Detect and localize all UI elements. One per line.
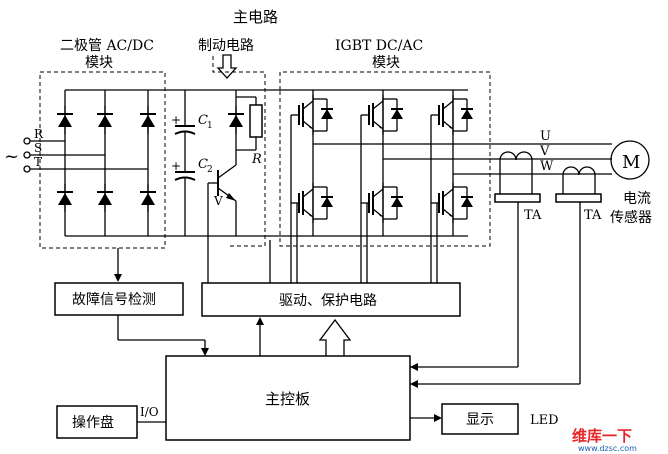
out-w-label: W — [540, 159, 554, 174]
drive-protect-label: 驱动、保护电路 — [279, 293, 377, 309]
igbt-module-label: IGBT DC/AC — [335, 38, 423, 54]
diode-module-box — [39, 71, 166, 249]
phase-s-label: S — [34, 141, 42, 155]
display-box — [441, 403, 519, 435]
diode-icon — [139, 183, 157, 213]
io-label: I/O — [140, 405, 159, 419]
operation-panel-label: 操作盘 — [72, 414, 114, 431]
led-label: LED — [530, 413, 559, 428]
main-control-label: 主控板 — [265, 390, 310, 408]
drive-protect-box — [201, 282, 461, 317]
ta-coil-2-icon — [562, 166, 596, 176]
phase-r-label: R — [34, 127, 44, 141]
igbt-module-label-2: 模块 — [372, 55, 400, 71]
diode-icon — [56, 105, 74, 135]
fault-detect-label: 故障信号检测 — [72, 292, 156, 308]
brake-diode-icon — [227, 105, 245, 135]
resistor-r-label: R — [251, 152, 262, 167]
out-v-label: V — [539, 144, 550, 159]
motor-label: M — [622, 152, 640, 173]
motor-icon — [610, 140, 650, 180]
igbt-icon — [290, 94, 334, 136]
fault-detect-box — [54, 282, 184, 316]
current-sensor-label: 电流 — [623, 191, 651, 207]
brake-arrow-icon — [216, 54, 238, 79]
diode-icon — [96, 183, 114, 213]
cap-c2-label: C — [198, 157, 208, 172]
ta-2-label: TA — [584, 208, 602, 223]
diode-module-label-2: 模块 — [85, 55, 113, 71]
diode-icon — [139, 105, 157, 135]
phase-t-label: T — [34, 155, 42, 169]
out-u-label: U — [540, 129, 551, 144]
brake-resistor-icon — [249, 104, 263, 138]
watermark-site: www.dzsc.com — [578, 444, 637, 453]
control-arrow-icon — [318, 318, 352, 356]
brake-box — [212, 56, 266, 247]
main-control-box — [165, 355, 411, 441]
diode-module-label: 二极管 AC/DC — [60, 38, 154, 54]
ta-2-core — [555, 193, 602, 203]
diode-icon — [56, 183, 74, 213]
igbt-icon — [430, 94, 474, 136]
watermark-brand-text: 维库一下 — [572, 427, 632, 445]
brake-circuit-label: 制动电路 — [198, 38, 254, 54]
diode-icon — [96, 105, 114, 135]
ta-coil-1-icon — [499, 151, 533, 161]
svg-text:+: + — [171, 159, 181, 173]
cap-c1-label: C — [198, 113, 208, 128]
igbt-icon — [360, 94, 404, 136]
svg-text:2: 2 — [207, 165, 213, 175]
current-sensor-label-2: 传感器 — [610, 209, 652, 226]
ta-1-label: TA — [524, 208, 542, 223]
ta-1-core — [494, 193, 541, 203]
display-label: 显示 — [466, 412, 494, 428]
main-circuit-title: 主电路 — [233, 8, 278, 26]
terminal-s — [23, 151, 31, 159]
transistor-v-label: V — [213, 194, 223, 208]
ac-symbol: ~ — [4, 146, 19, 167]
terminal-r — [23, 137, 31, 145]
terminal-t — [23, 165, 31, 173]
svg-text:+: + — [171, 113, 181, 127]
svg-text:1: 1 — [207, 121, 213, 131]
